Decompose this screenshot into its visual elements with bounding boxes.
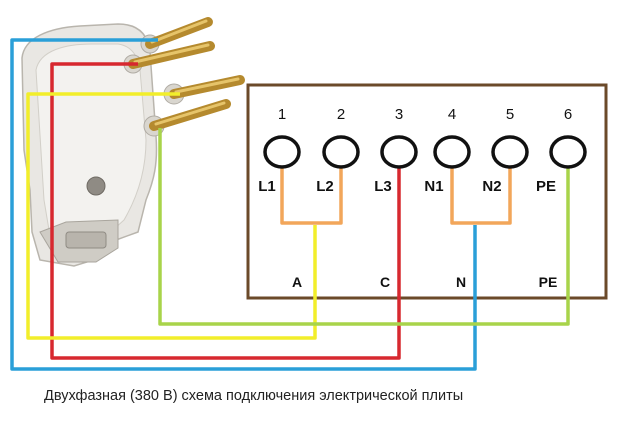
terminal-number: 6 [564, 106, 572, 123]
terminal-label: L3 [374, 178, 392, 195]
plug-pins [128, 17, 245, 131]
wire-blue-neutral [10, 38, 477, 371]
wire-label-c: C [380, 274, 390, 290]
terminal-screw [433, 135, 471, 169]
wire-label-pe: PE [539, 274, 558, 290]
terminal-numbers: 1 2 3 4 5 6 [278, 106, 572, 123]
terminal-labels: L1 L2 L3 N1 N2 PE [258, 178, 556, 195]
terminal-label: N1 [424, 178, 443, 195]
jumper-n1-n2 [450, 168, 512, 225]
terminal-label: N2 [482, 178, 501, 195]
terminal-label: L2 [316, 178, 334, 195]
terminal-screw [322, 135, 360, 169]
jumper-l1-l2 [280, 168, 343, 225]
terminal-number: 5 [506, 106, 514, 123]
wire-label-n: N [456, 274, 466, 290]
terminal-label: PE [536, 178, 556, 195]
terminal-screw [549, 135, 587, 169]
terminal-screw [380, 135, 418, 169]
wires [10, 38, 570, 371]
caption: Двухфазная (380 В) схема подключения эле… [44, 388, 463, 404]
wire-red-phase-c [50, 62, 401, 360]
terminal-number: 2 [337, 106, 345, 123]
wire-labels: A C N PE [292, 274, 557, 290]
plug-screw [86, 176, 106, 196]
terminal-screw [263, 135, 301, 169]
wire-green-ground [158, 128, 570, 326]
terminal-label: L1 [258, 178, 276, 195]
terminal-number: 4 [448, 106, 456, 123]
three-phase-plug [21, 23, 185, 267]
wire-label-a: A [292, 274, 302, 290]
terminal-screw [491, 135, 529, 169]
terminal-screws [263, 135, 587, 169]
terminal-box [246, 83, 608, 300]
wire-yellow-phase-a [26, 92, 317, 340]
terminal-number: 3 [395, 106, 403, 123]
terminal-number: 1 [278, 106, 286, 123]
